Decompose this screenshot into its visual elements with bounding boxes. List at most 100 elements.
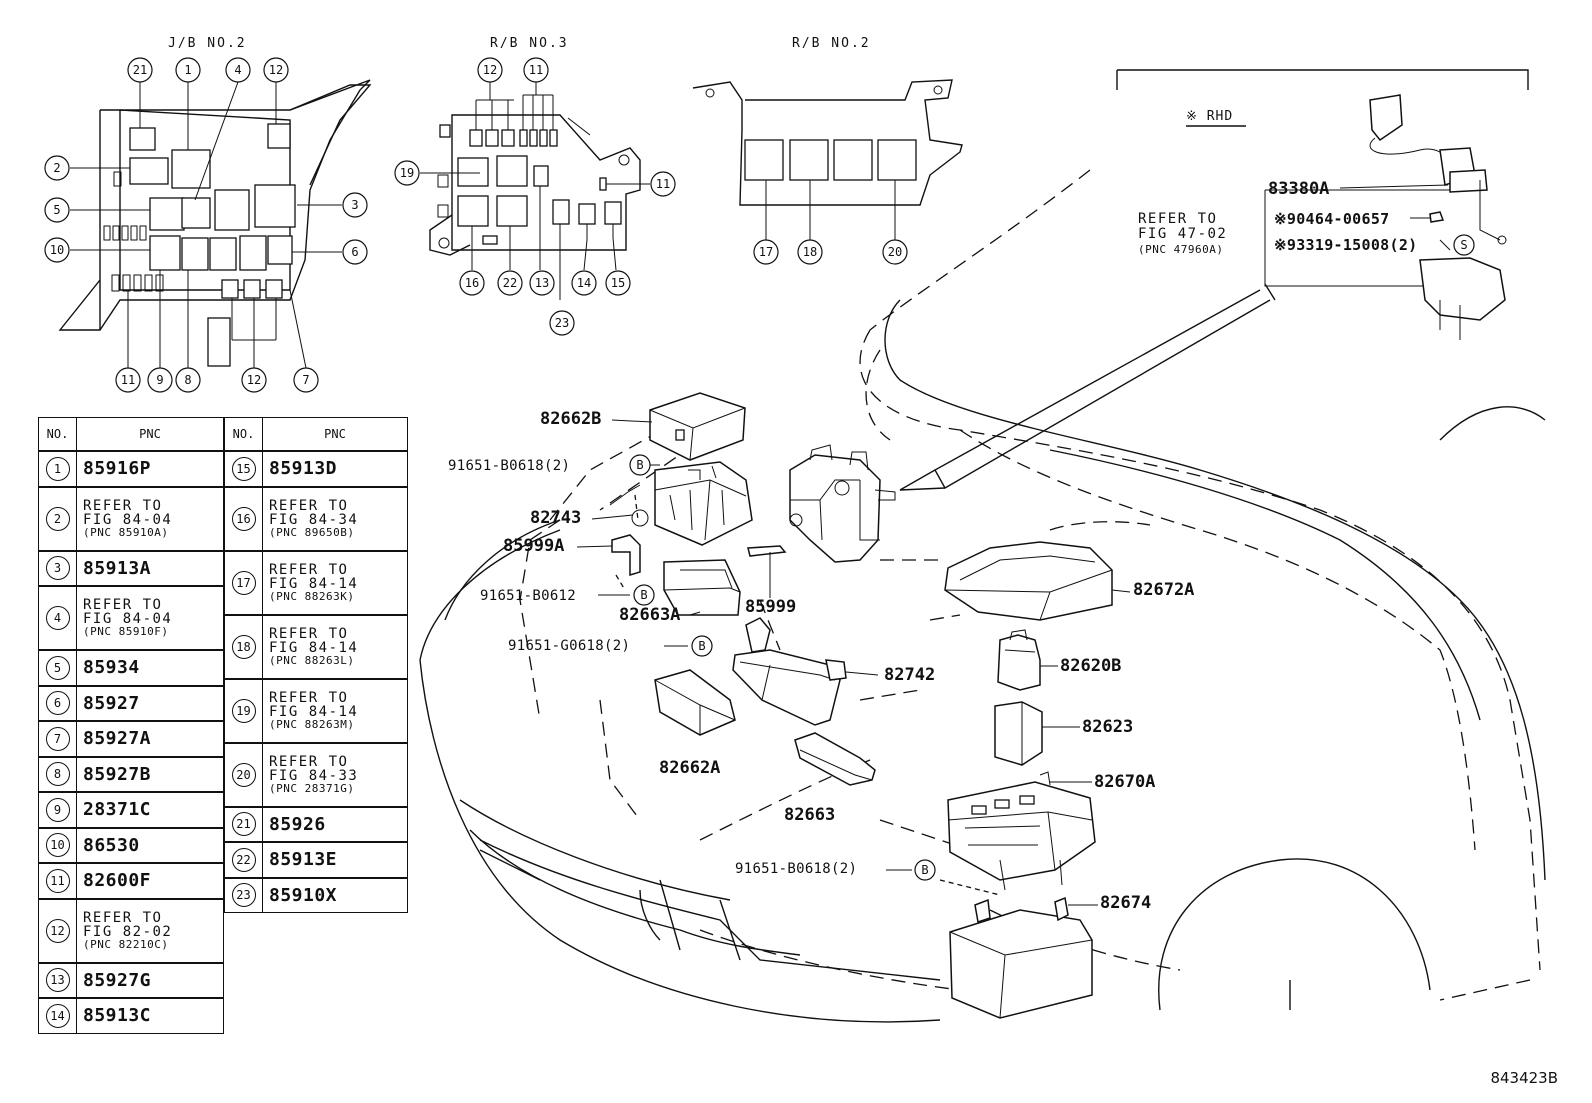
rb3-caption: R/B NO.3 [490, 36, 569, 51]
pnc-code: 85913C [83, 1005, 152, 1027]
pnc-code: 85926 [269, 813, 326, 835]
part-82742 [732, 649, 841, 726]
callout-rb3-16: 16 [465, 276, 479, 290]
part-82672A [944, 541, 1113, 621]
row-number: 3 [45, 556, 70, 581]
callout-jb-8: 8 [184, 373, 191, 387]
table-header: NO. PNC [224, 417, 408, 451]
part-actuator [789, 454, 881, 563]
refer-pnc: (PNC 88263K) [269, 589, 355, 603]
row-number: 13 [45, 968, 70, 993]
label-82623: 82623 [1082, 717, 1134, 737]
label-82672A: 82672A [1133, 580, 1195, 600]
row-number: 17 [231, 570, 256, 595]
row-number: 23 [231, 883, 256, 908]
pnc-code: 85913D [269, 458, 338, 480]
refer-fig: FIG 84-14 [269, 703, 359, 720]
part-82620B [997, 634, 1041, 691]
label-82662A: 82662A [659, 758, 721, 778]
row-number: 7 [45, 726, 70, 751]
pnc-code: 85927A [83, 728, 152, 750]
label-93319-15008: ※93319-15008(2) [1274, 236, 1418, 254]
part-82674 [949, 909, 1093, 1019]
refer-pnc: (PNC 82210C) [83, 937, 169, 951]
refer-pnc: (PNC 88263M) [269, 717, 355, 731]
callout-rb3-11-right: 11 [656, 177, 670, 191]
pnc-code: 85916P [83, 458, 152, 480]
label-82742: 82742 [884, 665, 936, 685]
pnc-code: 86530 [83, 834, 140, 856]
table-row: 3 85913A [38, 550, 224, 586]
callout-rb2-17: 17 [759, 245, 773, 259]
table-row: 21 85926 [224, 806, 408, 842]
table-row: 9 28371C [38, 792, 224, 828]
label-91651-B0612: 91651-B0612 [480, 588, 577, 604]
part-85999A [611, 534, 641, 577]
b-mark-2: B [640, 588, 647, 602]
row-number: 2 [45, 506, 70, 531]
callout-rb3-11-top: 11 [529, 63, 543, 77]
refer-fig: FIG 84-04 [83, 511, 173, 528]
rb3-relay-block [429, 114, 641, 256]
header-no: NO. [39, 418, 77, 450]
callout-jb-5: 5 [53, 203, 60, 217]
label-91651-B0618-top: 91651-B0618(2) [448, 458, 571, 474]
s-mark: S [1460, 238, 1467, 252]
exploded-parts [611, 392, 1113, 1019]
callout-rb3-12: 12 [483, 63, 497, 77]
row-number: 10 [45, 833, 70, 858]
leader-lines [576, 419, 1131, 906]
header-no: NO. [225, 418, 263, 450]
header-pnc: PNC [139, 427, 161, 441]
row-number: 14 [45, 1003, 70, 1028]
callout-jb-2: 2 [53, 161, 60, 175]
jb2-callouts: 21 1 4 12 2 3 5 6 10 11 9 8 12 7 [44, 57, 368, 393]
pnc-code: 85913A [83, 557, 152, 579]
row-number: 9 [45, 797, 70, 822]
label-82663: 82663 [784, 805, 836, 825]
label-83380A: 83380A [1268, 179, 1329, 199]
b-mark-4: B [921, 863, 928, 877]
table-row: 14 85913C [38, 998, 224, 1034]
b-marks: B B B B [629, 454, 936, 881]
refer-label: REFER TO [269, 497, 349, 514]
refer-fig: FIG 82-02 [83, 923, 173, 940]
callout-rb3-19: 19 [400, 166, 414, 180]
refer-pnc: (PNC 88263L) [269, 653, 355, 667]
row-number: 5 [45, 655, 70, 680]
label-91651-G0618: 91651-G0618(2) [508, 638, 631, 654]
b-mark-1: B [636, 458, 643, 472]
label-82662B: 82662B [540, 409, 602, 429]
refer-pnc: (PNC 89650B) [269, 525, 355, 539]
callout-jb-9: 9 [156, 373, 163, 387]
row-number: 16 [231, 506, 256, 531]
label-85999A: 85999A [503, 536, 565, 556]
pnc-code: 28371C [83, 799, 152, 821]
callout-jb-12-top: 12 [269, 63, 283, 77]
label-82743: 82743 [530, 508, 582, 528]
jb2-junction-block [58, 79, 372, 367]
refer-fig: FIG 84-34 [269, 511, 359, 528]
row-number: 20 [231, 762, 256, 787]
refer-pnc: (PNC 28371G) [269, 781, 355, 795]
row-number: 8 [45, 762, 70, 787]
label-91651-B0618-bottom: 91651-B0618(2) [735, 861, 858, 877]
refer-label: REFER TO [83, 909, 163, 926]
pnc-code: 85934 [83, 657, 140, 679]
label-82674: 82674 [1100, 893, 1152, 913]
rhd-inset: ※ RHD 83380A ※90464-00657 ※93319-15008(2… [1116, 69, 1529, 340]
rb3-callouts: 12 11 19 11 16 22 13 14 15 23 [394, 57, 676, 336]
callout-jb-12-bottom: 12 [247, 373, 261, 387]
row-number: 22 [231, 847, 256, 872]
jb2-caption: J/B NO.2 [168, 36, 247, 51]
table-row: 10 86530 [38, 827, 224, 863]
row-number: 21 [231, 812, 256, 837]
